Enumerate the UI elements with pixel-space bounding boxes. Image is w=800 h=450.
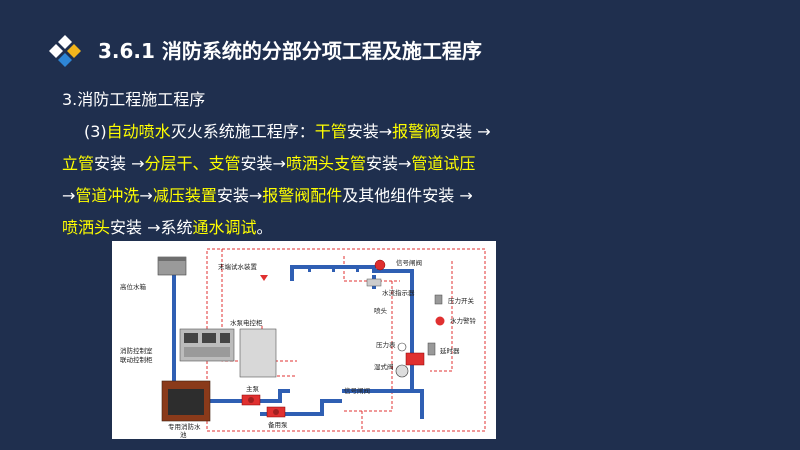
label-flow-indicator: 水流指示器	[382, 288, 415, 297]
sprinkler-system-diagram: 高位水箱 末端试水装置 信号闸阀 水流指示器 喷头 压力开关 水力警铃 延时器 …	[112, 241, 496, 439]
backup-pump-icon	[266, 406, 286, 418]
highlight-text: 报警阀	[392, 122, 441, 141]
highlight-text: 喷洒头	[62, 218, 111, 237]
label-signal-valve-bottom: 信号闸阀	[344, 386, 370, 395]
plain-text: 安装→	[346, 122, 393, 141]
label-control-room-2: 联动控制柜	[120, 355, 153, 364]
label-pressure-gauge: 压力表	[376, 340, 396, 349]
label-water-alarm: 水力警铃	[450, 316, 477, 325]
paragraph-line-4: 喷洒头安装 →系统通水调试。	[62, 212, 491, 244]
plain-text: 安装→	[240, 154, 286, 173]
paragraph-line-1: (3)自动喷水灭火系统施工程序：干管安装→报警阀安装 →	[62, 116, 491, 148]
high-water-tank	[157, 256, 187, 276]
water-alarm-icon	[435, 316, 445, 326]
plain-text: 安装 →	[94, 154, 145, 173]
plain-text: 。	[256, 218, 273, 237]
plain-text: →	[139, 186, 153, 205]
label-sprinkler: 喷头	[374, 306, 388, 315]
sprinkler-heads	[308, 265, 359, 272]
plain-text: 及其他组件安装 →	[342, 186, 473, 205]
label-pump-panel: 水泵电控柜	[230, 318, 263, 327]
control-console	[179, 328, 235, 362]
highlight-text: 报警阀配件	[262, 186, 343, 205]
plain-text: 安装→	[365, 154, 412, 173]
signal-valve-bottom-icon	[395, 364, 409, 378]
wet-alarm-valve-icon	[405, 352, 425, 366]
label-wet-valve: 湿式阀	[374, 362, 394, 371]
highlight-text: 分层干、支管	[144, 154, 241, 173]
fire-water-pool	[161, 380, 211, 422]
test-device-icon	[260, 275, 268, 281]
page-title: 3.6.1 消防系统的分部分项工程及施工程序	[98, 39, 482, 63]
highlight-text: 喷洒头支管	[285, 154, 366, 173]
paragraph-line-3: →管道冲洗→减压装置安装→报警阀配件及其他组件安装 →	[62, 180, 491, 212]
pressure-switch-icon	[434, 294, 443, 305]
highlight-text: 干管	[314, 122, 347, 141]
plain-text: 安装→	[216, 186, 263, 205]
plain-text: 安装 →系统	[110, 218, 193, 237]
plain-text: 安装 →	[440, 122, 491, 141]
label-test-device: 末端试水装置	[218, 262, 258, 271]
plain-text: (3)	[84, 122, 107, 141]
label-pool-2: 池	[180, 430, 187, 439]
highlight-text: 自动喷水	[106, 122, 171, 141]
pressure-gauge-icon	[397, 342, 407, 352]
label-delay: 延时器	[440, 346, 460, 355]
signal-valve-top-icon	[374, 259, 386, 271]
label-backup-pump: 备用泵	[268, 420, 288, 429]
delay-device-icon	[427, 342, 436, 356]
highlight-text: 减压装置	[152, 186, 217, 205]
highlight-text: 立管	[62, 154, 95, 173]
highlight-text: 管道试压	[411, 154, 476, 173]
flow-indicator-icon	[366, 278, 382, 287]
paragraph-line-2: 立管安装 →分层干、支管安装→喷洒头支管安装→管道试压	[62, 148, 491, 180]
highlight-text: 管道冲洗	[75, 186, 140, 205]
label-pool-1: 专用消防水	[168, 422, 201, 431]
label-high-tank: 高位水箱	[120, 282, 147, 291]
highlight-text: 通水调试	[192, 218, 257, 237]
plain-text: →	[62, 186, 76, 205]
label-control-room-1: 消防控制室	[120, 346, 153, 355]
pump-control-panel	[239, 328, 277, 378]
body-text: 3.消防工程施工程序 (3)自动喷水灭火系统施工程序：干管安装→报警阀安装 → …	[62, 84, 491, 244]
label-pressure-switch: 压力开关	[448, 296, 475, 305]
main-pump-icon	[241, 394, 261, 406]
label-main-pump: 主泵	[246, 384, 260, 393]
plain-text: 灭火系统施工程序：	[170, 122, 315, 141]
logo-diamond-icon	[49, 35, 81, 67]
label-signal-valve-top: 信号闸阀	[396, 258, 422, 267]
subtitle: 3.消防工程施工程序	[62, 90, 206, 109]
